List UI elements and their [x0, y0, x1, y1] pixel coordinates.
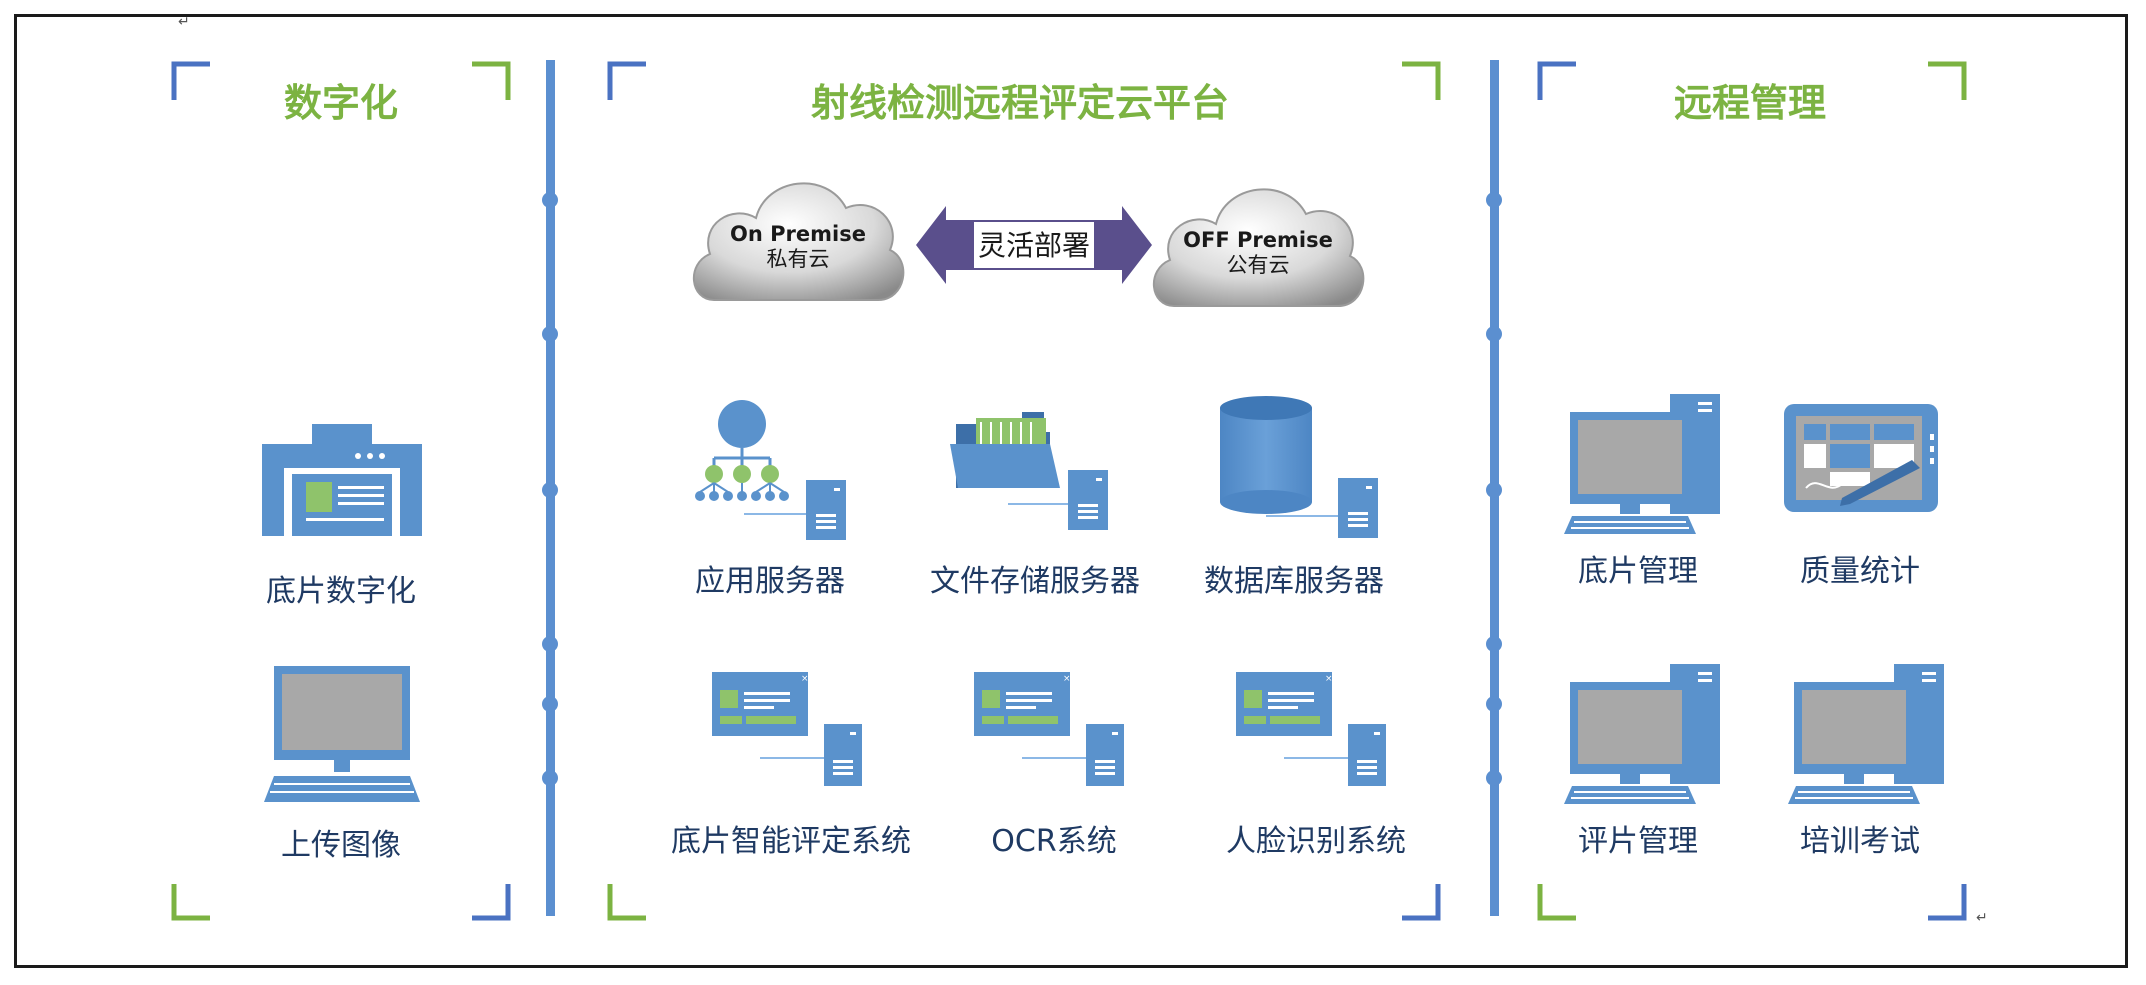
server-label-database: 数据库服务器 [1204, 564, 1384, 599]
database-server-icon [1220, 396, 1378, 538]
private-cloud-icon [693, 182, 905, 301]
desktop-pc-icon [1564, 664, 1721, 805]
remote-label-review-management: 评片管理 [1578, 824, 1698, 859]
web-server-icon [974, 672, 1125, 787]
public-cloud-icon [1153, 188, 1365, 307]
section-title-remote: 远程管理 [1673, 81, 1826, 125]
web-server-icon [712, 672, 863, 787]
return-mark: ↵ [178, 14, 190, 30]
return-mark: ↵ [1976, 910, 1988, 926]
private-cloud-label: On Premise 私有云 [730, 222, 866, 271]
divider-left [542, 60, 558, 916]
system-label-film-evaluation: 底片智能评定系统 [671, 824, 911, 859]
web-server-icon [1236, 672, 1387, 787]
section-title-platform: 射线检测远程评定云平台 [810, 81, 1229, 125]
item-label-upload-image: 上传图像 [281, 828, 401, 863]
diagram-frame [14, 14, 2128, 968]
file-server-icon [950, 412, 1108, 530]
server-label-file-storage: 文件存储服务器 [930, 564, 1140, 599]
remote-label-quality-stats: 质量统计 [1800, 554, 1920, 589]
deploy-label: 灵活部署 [977, 229, 1090, 262]
server-label-app: 应用服务器 [695, 564, 845, 599]
system-label-face-recognition: 人脸识别系统 [1226, 824, 1406, 859]
item-label-film-digitize: 底片数字化 [266, 574, 416, 609]
remote-label-training-exam: 培训考试 [1800, 824, 1920, 859]
app-server-icon [695, 400, 846, 540]
public-cloud-label: OFF Premise 公有云 [1183, 228, 1333, 277]
scanner-icon [262, 424, 422, 536]
desktop-pc-icon [1564, 394, 1721, 535]
section-title-digitize: 数字化 [283, 81, 398, 125]
remote-label-film-management: 底片管理 [1578, 554, 1698, 589]
divider-right [1486, 60, 1502, 916]
deploy-double-arrow [916, 206, 1152, 284]
computer-icon [264, 666, 420, 802]
tablet-icon [1784, 404, 1938, 512]
system-label-ocr: OCR系统 [991, 824, 1117, 859]
desktop-pc-icon [1788, 664, 1945, 805]
